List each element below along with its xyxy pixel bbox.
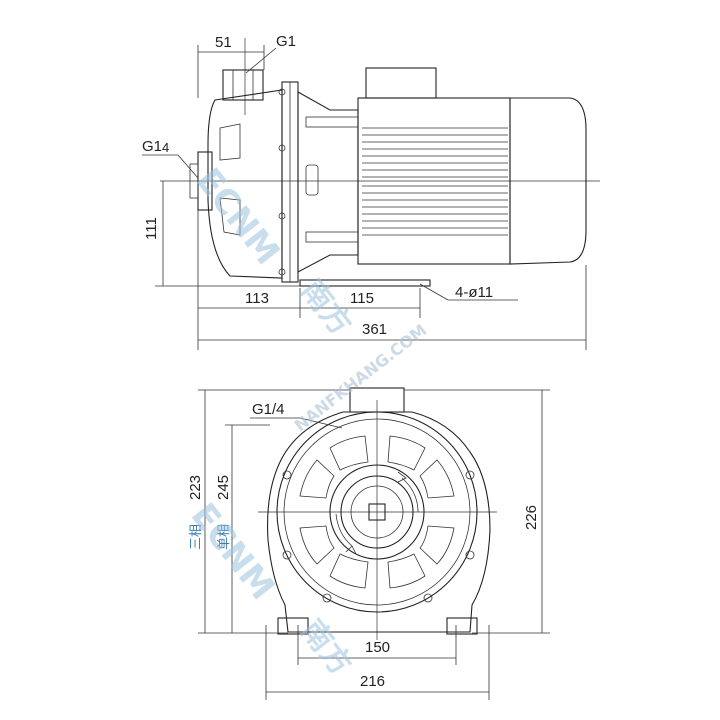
front-port-label: G1/4 [252,401,285,418]
casing-inner-ring [276,411,478,613]
dim-226-label: 226 [523,505,540,530]
terminal-box [365,67,437,99]
watermark: ECNM 南方 NANFKHANG.COM ECNM 南方 [183,161,430,682]
watermark-brand-top: ECNM [188,161,288,273]
fan-cover [509,97,587,265]
single-phase-label: 单相 [216,524,231,550]
casing-windows [299,435,455,589]
outlet-g1-label: G1 [276,33,296,50]
dim-245-label: 245 [215,475,232,500]
inlet-quarter-label: 4 [162,140,169,155]
dim-111-label: 111 [143,217,160,240]
dim-51-label: 51 [215,34,232,51]
dim-150-label: 150 [365,639,390,656]
rotation-arrow-right [401,477,419,513]
dim-115-label: 115 [350,290,374,307]
motor-bracket [297,91,359,273]
dim-223-label: 223 [187,475,204,500]
cooling-fins [362,127,508,236]
hub-nut [368,503,386,521]
three-phase-label: 三相 [188,524,203,550]
watermark-brand-cn-bottom: 南方 [294,613,359,682]
front-view: G1/4 223 245 三相 单相 226 150 216 [187,387,550,700]
inlet-g1-label: G1 [142,138,162,155]
dim-113-label: 113 [245,290,269,307]
front-casing [267,411,491,633]
dim-216-label: 216 [360,673,385,690]
front-left-foot [277,617,309,635]
dim-361-label: 361 [362,321,387,338]
side-view: 51 G1 G1 4 111 113 115 4-ø11 361 [142,33,600,350]
dim-holes-label: 4-ø11 [455,284,493,301]
base-foot [299,279,431,287]
outlet-pipe [222,69,264,101]
pump-casing [207,89,283,279]
hub-outer [329,464,425,560]
front-right-foot [446,617,478,635]
rotation-arrow-left [335,513,353,547]
